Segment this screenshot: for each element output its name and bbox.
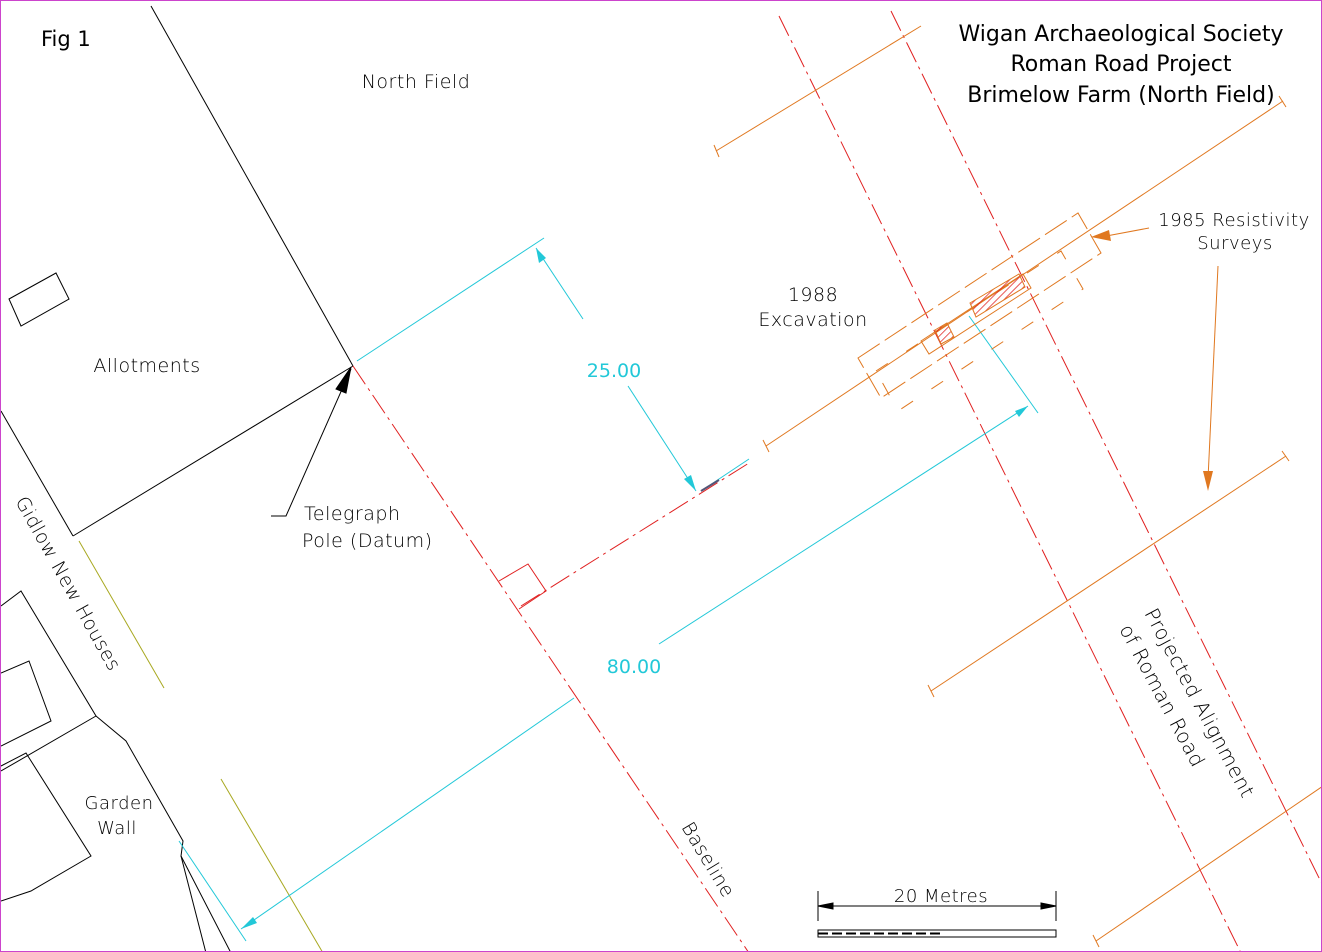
allotment-boundary-east: [150, 5, 354, 367]
survey-line-2-tick-a: [762, 439, 770, 453]
baseline-line: [352, 365, 749, 951]
resistivity-arrowheads: [1091, 230, 1213, 491]
title-line-2: Roman Road Project: [1010, 52, 1231, 77]
offset-foot-marker: [700, 479, 720, 492]
garden-wall-label-line-1: Garden: [85, 793, 154, 814]
resistivity-label-line-1: 1985 Resistivity: [1158, 210, 1309, 231]
dimension-arrowheads: [241, 248, 1028, 929]
offset-line: [520, 462, 750, 607]
roman-road-east-edge: [890, 10, 1321, 884]
garden-wall-line: [95, 715, 231, 951]
allotment-boundary-south: [72, 365, 354, 537]
allotment-shed: [8, 272, 70, 327]
garden-wall-line-2: [180, 855, 207, 951]
survey-line-3-tick-b: [1281, 450, 1290, 462]
road-edge-line-1: [78, 540, 165, 689]
figure-label: Fig 1: [41, 27, 91, 51]
garden-wall-label-line-2: Wall: [97, 818, 137, 839]
house-outline-2: [1, 660, 52, 747]
survey-line-1-tick: [713, 144, 720, 158]
road-edge-line-2: [220, 778, 323, 951]
property-outlines: [1, 5, 1057, 951]
resistivity-leader-2: [1207, 265, 1219, 480]
survey-line-1: [715, 25, 922, 152]
title-line-3: Brimelow Farm (North Field): [967, 83, 1274, 108]
dimension-extension-right: [968, 315, 1039, 414]
survey-line-3-tick-a: [927, 684, 935, 698]
allotments-label: Allotments: [93, 355, 200, 377]
right-angle-marker: [498, 563, 547, 610]
dim-arrow-80-right: [1015, 406, 1028, 417]
survey-line-4-tick: [1092, 934, 1100, 948]
excavation-label-line-2: Excavation: [758, 309, 867, 331]
roman-road-west-edge: [778, 15, 1241, 951]
resistivity-survey-lines: [713, 25, 1321, 948]
survey-grid-outline: [857, 212, 1102, 399]
north-field-label: North Field: [362, 71, 471, 93]
dimension-80-label: 80.00: [607, 656, 661, 678]
dim-arrow-80-left: [241, 917, 257, 929]
dimension-lines: [178, 237, 1039, 942]
resistivity-label-line-2: Surveys: [1197, 233, 1273, 254]
dimension-25-line-b: [627, 385, 697, 492]
excavation-hatch-1: [969, 273, 1026, 318]
resistivity-arrow-2: [1203, 471, 1213, 491]
excavation-hatch-2: [934, 322, 955, 345]
telegraph-label-line-2: Pole (Datum): [302, 530, 433, 552]
dimension-80-line-b: [658, 405, 1029, 645]
gidlow-label: Gidlow New Houses: [11, 493, 125, 675]
house-outline-1: [1, 590, 97, 772]
dim-arrow-25-top: [536, 248, 546, 263]
scale-bar-label: 20 Metres: [894, 886, 988, 907]
telegraph-label-line-1: Telegraph: [304, 503, 401, 525]
survey-line-2: [765, 100, 1284, 447]
house-outline-3: [1, 752, 92, 902]
dimension-25-line-a: [535, 247, 584, 320]
dimension-25-label: 25.00: [587, 360, 641, 382]
survey-line-3: [930, 455, 1287, 692]
road-edge-lines: [78, 540, 323, 951]
telegraph-arrowhead: [335, 366, 352, 394]
dimension-80-line-a: [240, 697, 575, 930]
dimension-extension-upper: [356, 237, 545, 362]
title-line-1: Wigan Archaeological Society: [958, 22, 1283, 47]
dim-arrow-25-bottom: [684, 475, 696, 491]
alignment-lines: [352, 10, 1321, 951]
excavation-label-line-1: 1988: [788, 284, 838, 306]
scale-bar-arrow-right: [1040, 902, 1057, 910]
survey-line-4: [1095, 786, 1321, 942]
survey-line-2-tick-b: [1278, 95, 1287, 108]
allotment-boundary-west: [1, 410, 74, 537]
dimension-extension-left: [178, 840, 247, 942]
scale-bar-arrow-left: [817, 902, 834, 910]
telegraph-leader: [271, 368, 352, 517]
resistivity-arrow-1: [1091, 230, 1111, 241]
